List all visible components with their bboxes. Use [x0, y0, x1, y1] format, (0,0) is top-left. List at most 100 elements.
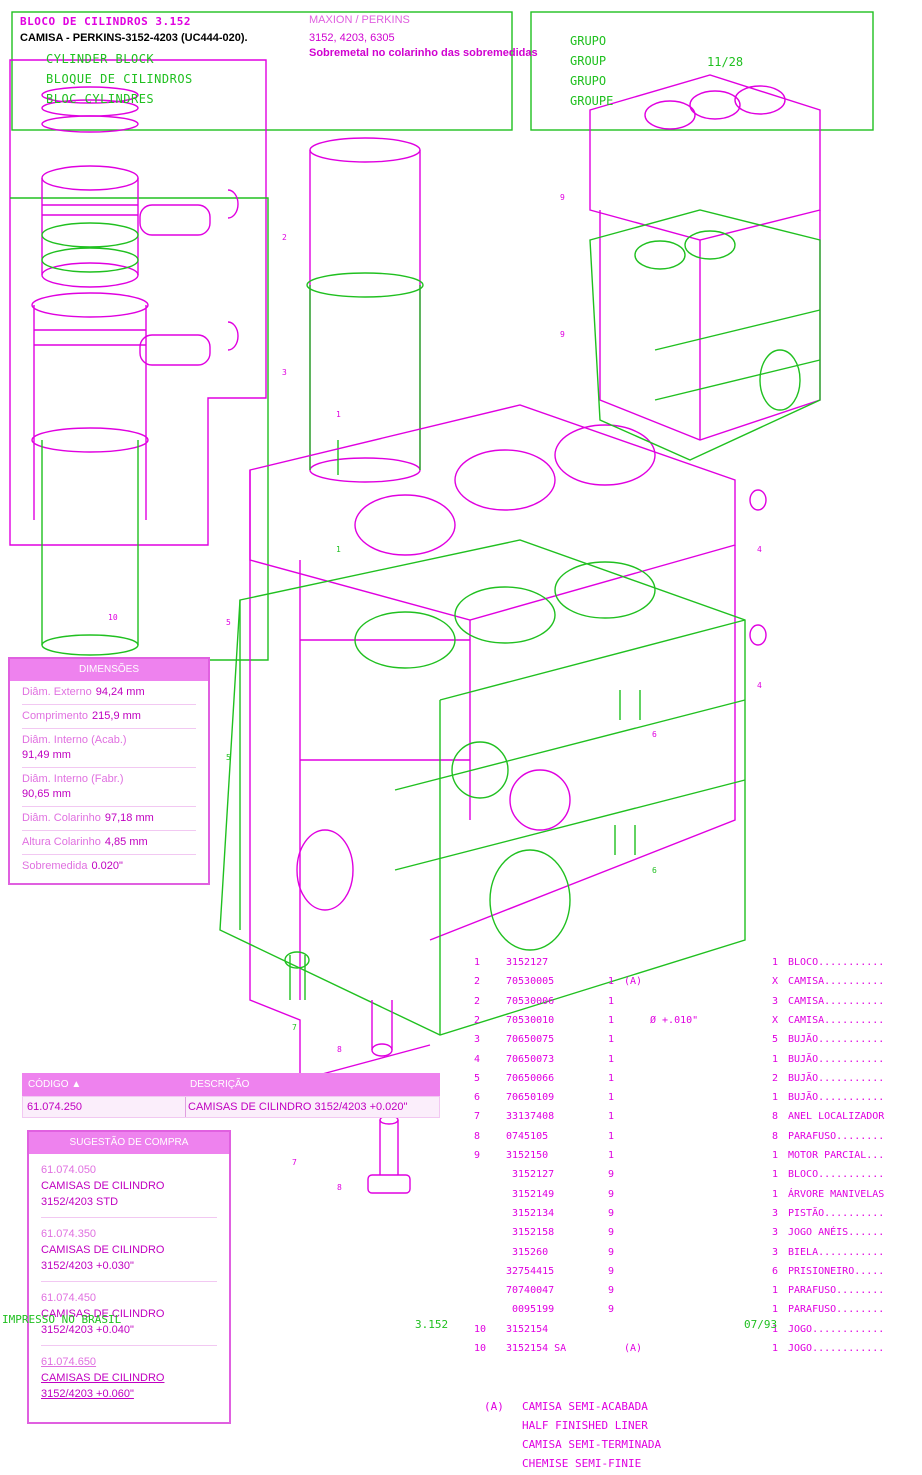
suggestion-item[interactable]: 61.074.050 CAMISAS DE CILINDRO 3152/4203…	[41, 1154, 217, 1218]
parts-count: 1	[772, 1323, 779, 1335]
parts-count: 1	[772, 1285, 779, 1297]
partial-engine-icon-green	[589, 209, 821, 461]
parts-name: CAMISA..........	[788, 976, 885, 988]
parts-code: 0095199	[512, 1304, 555, 1316]
suggestion-code[interactable]: 61.074.050	[41, 1164, 97, 1176]
suggestion-item[interactable]: 61.074.650 CAMISAS DE CILINDRO 3152/4203…	[41, 1346, 217, 1409]
suggestion-description[interactable]: CAMISAS DE CILINDRO	[41, 1308, 165, 1320]
svg-text:5: 5	[226, 753, 231, 762]
group-label-4: GROUPE	[570, 94, 614, 108]
parts-name: MOTOR PARCIAL...	[788, 1150, 885, 1161]
parts-name: CAMISA..........	[788, 1014, 885, 1026]
product-title: CAMISA - PERKINS-3152-4203 (UC444-020).	[20, 32, 248, 44]
dimensions-title: DIMENSÕES	[10, 659, 208, 681]
parts-item: 10	[474, 1343, 487, 1354]
oversize-note: Sobremetal no colarinho das sobremedidas	[309, 47, 538, 59]
piston-frame-green	[10, 197, 269, 661]
parts-name: JOGO ANÉIS......	[788, 1227, 885, 1239]
parts-count: 1	[772, 1304, 779, 1316]
legend-line: HALF FINISHED LINER	[522, 1419, 648, 1432]
code-table: CÓDIGO ▲ DESCRIÇÃO 61.074.250 CAMISAS DE…	[22, 1073, 440, 1118]
parts-code: 70650109	[506, 1092, 555, 1104]
parts-qty: 1	[608, 976, 615, 988]
parts-code: 3152154	[506, 1323, 549, 1335]
parts-name: BUJÃO...........	[788, 1053, 885, 1065]
table-header: CÓDIGO ▲ DESCRIÇÃO	[22, 1073, 440, 1096]
legend-line: CAMISA SEMI-ACABADA	[522, 1400, 648, 1413]
parts-name: PARAFUSO........	[788, 1130, 885, 1142]
parts-code: 33137408	[506, 1111, 555, 1123]
suggestion-description[interactable]: 3152/4203 STD	[41, 1196, 119, 1208]
parts-count: 3	[772, 1246, 779, 1258]
parts-item: 1	[474, 957, 481, 968]
parts-qty: 1	[608, 1072, 615, 1084]
suggestion-code[interactable]: 61.074.450	[41, 1292, 97, 1304]
dimension-value: 94,24 mm	[95, 686, 145, 698]
parts-item: 3	[474, 1034, 481, 1046]
suggestion-description[interactable]: 3152/4203 +0.060"	[41, 1388, 134, 1400]
parts-item: 4	[474, 1053, 481, 1065]
column-header-description[interactable]: DESCRIÇÃO	[190, 1079, 250, 1090]
group-label-3: GRUPO	[570, 74, 607, 88]
callout-4a: 4	[757, 545, 762, 554]
parts-item: 8	[474, 1130, 481, 1142]
suggestion-item[interactable]: 61.074.350 CAMISAS DE CILINDRO 3152/4203…	[41, 1218, 217, 1282]
parts-item: 6	[474, 1092, 481, 1104]
parts-item: 5	[474, 1072, 481, 1084]
suggestion-description[interactable]: CAMISAS DE CILINDRO	[41, 1180, 165, 1192]
dimension-value: 90,65 mm	[22, 788, 71, 800]
parts-code: 70530010	[506, 1014, 555, 1026]
parts-item: 2	[474, 995, 481, 1007]
model-label: 3.152	[415, 1318, 449, 1331]
models-label: 3152, 4203, 6305	[309, 32, 395, 44]
parts-item: 10	[474, 1323, 487, 1335]
page-number: 11/28	[707, 55, 744, 69]
table-row[interactable]: 61.074.250 CAMISAS DE CILINDRO 3152/4203…	[22, 1096, 440, 1118]
parts-name: BIELA...........	[788, 1246, 885, 1258]
parts-qty: 1	[608, 1130, 615, 1142]
callout-6: 6	[652, 730, 657, 739]
suggestion-description[interactable]: CAMISAS DE CILINDRO	[41, 1244, 165, 1256]
callout-9a: 9	[560, 193, 565, 202]
suggestion-description[interactable]: 3152/4203 +0.030"	[41, 1260, 134, 1272]
dimension-row: Diâm. Interno (Fabr.)90,65 mm	[22, 768, 196, 807]
parts-qty: 1	[608, 995, 615, 1007]
parts-ref: 9	[608, 1285, 615, 1297]
parts-count: 1	[772, 1169, 779, 1181]
parts-code: 3152150	[506, 1150, 549, 1161]
liner-left-green	[41, 440, 139, 656]
suggestion-code[interactable]: 61.074.650	[41, 1356, 97, 1368]
parts-item: 7	[474, 1111, 481, 1123]
callout-8b: 8	[337, 1183, 342, 1192]
parts-qty: 1	[608, 1014, 615, 1026]
suggestion-description[interactable]: 3152/4203 +0.040"	[41, 1324, 134, 1336]
dimension-value: 97,18 mm	[104, 812, 154, 824]
suggestion-code[interactable]: 61.074.350	[41, 1228, 97, 1240]
parts-code: 3152134	[512, 1207, 555, 1219]
row-description: CAMISAS DE CILINDRO 3152/4203 +0.020"	[188, 1101, 408, 1113]
parts-code: 3152158	[512, 1227, 555, 1239]
parts-code: 315260	[512, 1246, 549, 1258]
svg-text:7: 7	[292, 1023, 297, 1032]
cylinder-block-green	[219, 539, 746, 1036]
parts-name: BUJÃO...........	[788, 1092, 885, 1104]
liner-center-icon	[309, 137, 421, 483]
parts-count: 1	[772, 957, 779, 968]
legend-line: CAMISA SEMI-TERMINADA	[522, 1438, 662, 1451]
parts-count: 3	[772, 995, 779, 1007]
suggestion-description[interactable]: CAMISAS DE CILINDRO	[41, 1372, 165, 1384]
block-title: BLOCO DE CILINDROS 3.152	[20, 15, 191, 28]
parts-code: 0745105	[506, 1130, 549, 1142]
brand-label: MAXION / PERKINS	[309, 14, 410, 26]
parts-code: 3152127	[506, 957, 549, 968]
suggestion-item[interactable]: 61.074.450 CAMISAS DE CILINDRO 3152/4203…	[41, 1282, 217, 1346]
column-header-code[interactable]: CÓDIGO ▲	[28, 1079, 82, 1090]
gudgeon-pin-icon	[139, 189, 239, 366]
group-label-1: GRUPO	[570, 34, 607, 48]
parts-item: 9	[474, 1150, 481, 1161]
parts-code: 3152149	[512, 1188, 555, 1200]
parts-name: BLOCO...........	[788, 1169, 885, 1181]
